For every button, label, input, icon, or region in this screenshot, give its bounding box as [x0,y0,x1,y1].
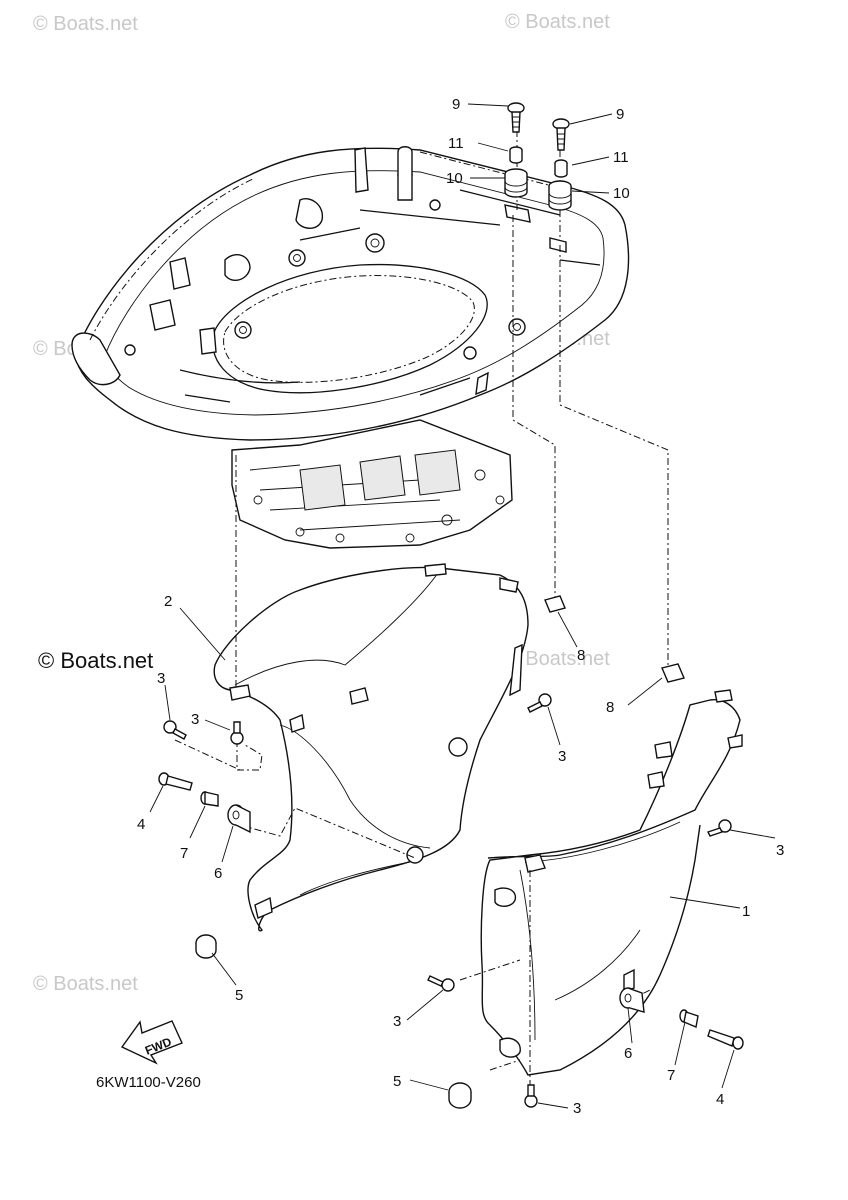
collar-11-left [509,146,523,164]
callout-9-left: 9 [452,96,460,113]
grommet-5-right [448,1082,472,1109]
collar-7-left [200,791,219,807]
grommet-10-left [504,168,528,198]
bolt-4-left [158,772,193,791]
callout-6-right: 6 [624,1045,632,1062]
clip-8-upper [544,595,566,613]
grommet-10-right [548,180,572,211]
callout-5-left: 5 [235,987,243,1004]
callout-11-left: 11 [448,135,464,152]
callout-7-left: 7 [180,845,188,862]
cover-part-1 [480,689,743,1076]
callout-1: 1 [742,903,750,920]
fasteners [158,102,744,1109]
leader-lines [149,103,776,1109]
diagram-code: 6KW1100-V260 [96,1074,201,1091]
callout-3-f: 3 [573,1100,581,1117]
callout-4-right: 4 [716,1091,724,1108]
watermark-bottom-left: © Boats.net [33,973,138,995]
callout-3-a: 3 [157,670,165,687]
callout-8-lower: 8 [606,699,614,716]
bolt-3-e [427,975,455,992]
bolt-3-d [707,819,732,837]
clip-8-lower [661,663,685,683]
callout-3-b: 3 [191,711,199,728]
watermark-center-right: © Boats.net [505,648,610,670]
bolt-3-b [230,721,244,745]
callout-8-upper: 8 [577,647,585,664]
callout-2: 2 [164,593,172,610]
collar-7-right [679,1009,699,1028]
callout-7-right: 7 [667,1067,675,1084]
callout-6-left: 6 [214,865,222,882]
bolt-4-right [707,1029,744,1050]
copyright-notice: © Boats.net [38,648,153,673]
bolt-3-c [527,693,552,713]
alignment-lines [174,130,669,1095]
bottom-cowling-assembly [71,146,630,441]
callout-3-c: 3 [558,748,566,765]
grommet-5-left [195,934,217,959]
watermark-top-left: © Boats.net [33,13,138,35]
watermark-top-right: © Boats.net [505,11,610,33]
bolt-3-f [524,1084,538,1108]
callout-3-e: 3 [393,1013,401,1030]
callout-3-d: 3 [776,842,784,859]
cover-part-2 [213,563,529,932]
fwd-arrow-icon: FWD [120,1020,183,1065]
bolt-3-a [163,720,187,740]
callout-10-right: 10 [613,185,630,202]
callout-labels: 9 9 11 11 10 10 2 8 8 3 3 3 3 3 3 1 4 4 … [137,96,784,1117]
grommet-6-left [227,804,251,834]
collar-11-right [554,159,568,178]
engine-lower-housing [231,419,513,549]
callout-4-left: 4 [137,816,145,833]
screw-9-left [507,102,525,133]
callout-9-right: 9 [616,106,624,123]
callout-11-right: 11 [613,149,629,166]
screw-9-right [552,118,570,151]
callout-5-right: 5 [393,1073,401,1090]
callout-10-left: 10 [446,170,463,187]
